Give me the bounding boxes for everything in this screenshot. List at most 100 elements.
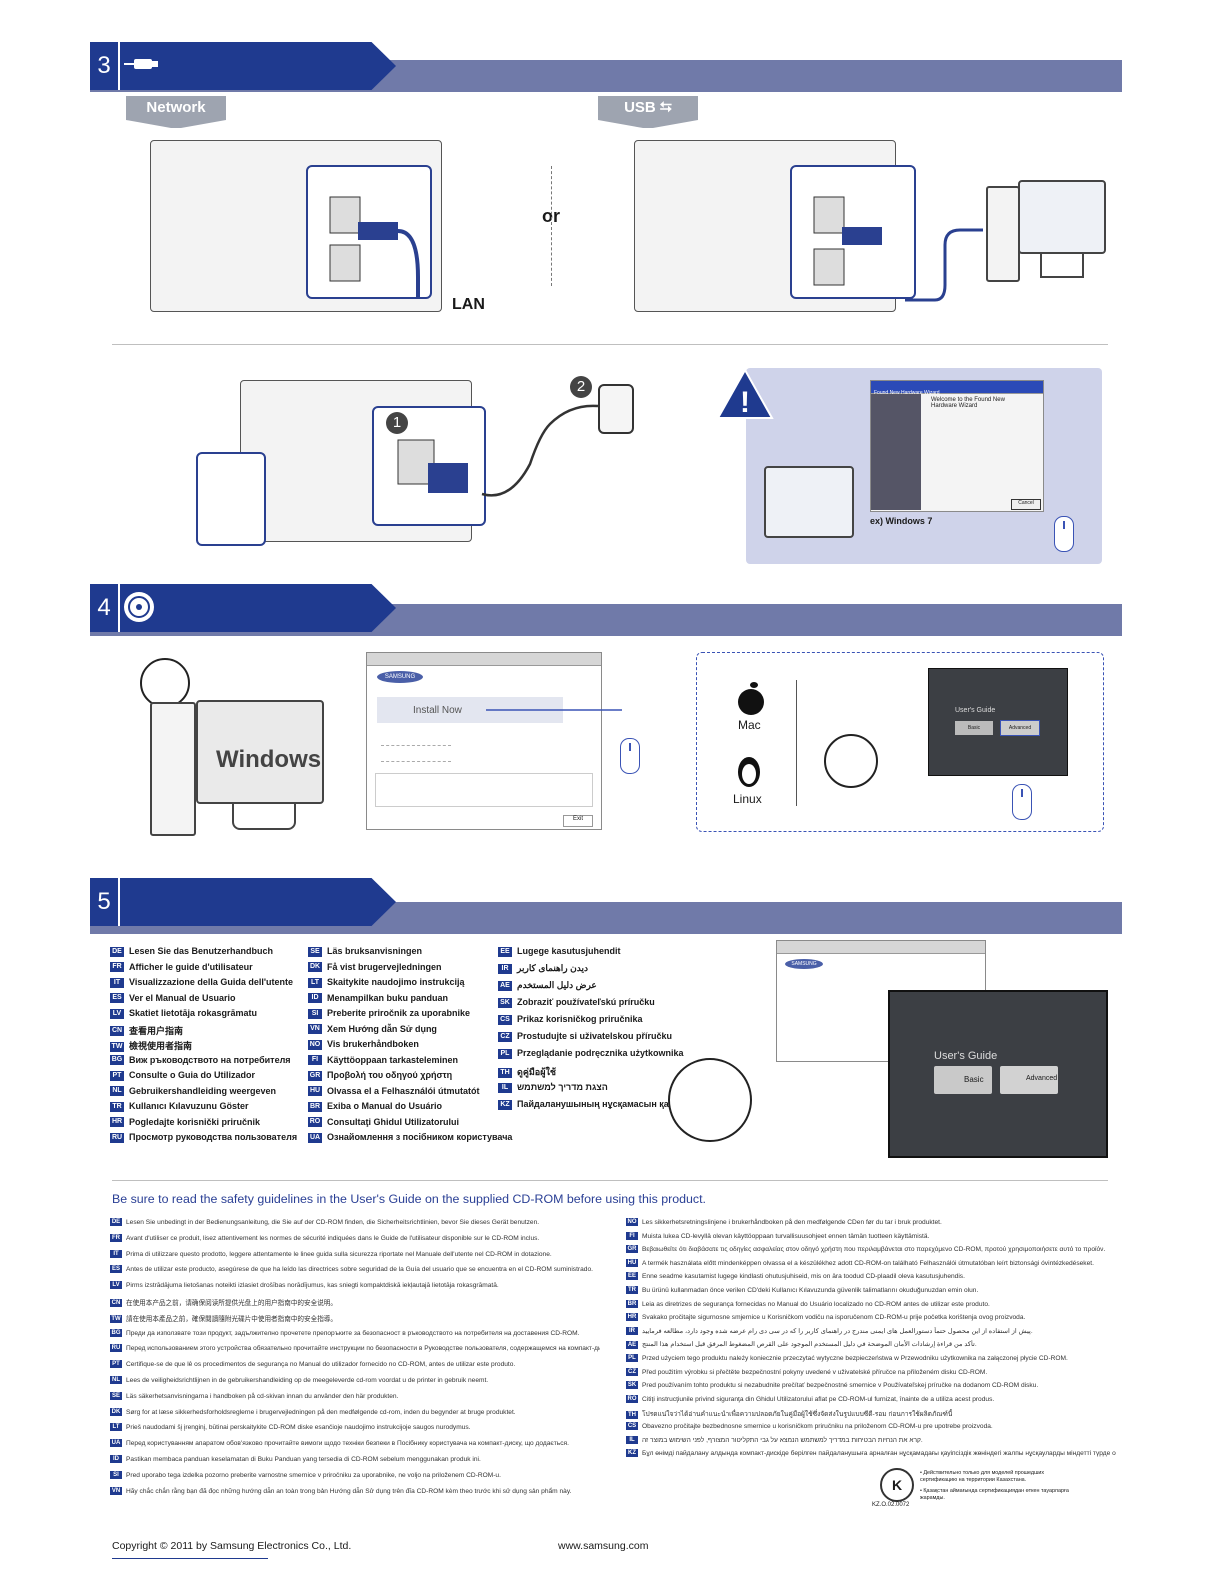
language-code-badge: HU [308,1086,322,1097]
wizard-cancel-button[interactable]: Cancel [1011,499,1041,510]
language-text: Zobraziť používateľskú príručku [517,997,655,1007]
language-code-badge: HR [626,1313,638,1322]
language-text: Vis brukerhåndboken [327,1039,419,1049]
safety-text: Certifique-se de que lê os procedimentos… [126,1360,516,1368]
language-text: Lugege kasutusjuhendit [517,946,621,956]
language-code-badge: EE [626,1272,638,1281]
windows-tower [150,702,196,836]
mac-mouse [1012,784,1032,820]
safety-text: Prieš naudodami šį įrenginį, būtinai per… [126,1424,471,1432]
language-text: Виж ръководството на потребителя [129,1054,291,1065]
safety-text: Leia as diretrizes de segurança fornecid… [642,1300,990,1308]
apple-icon [736,680,766,716]
linux-label: Linux [733,792,762,806]
installer-exit-button[interactable]: Exit [563,815,593,827]
guide-screen: User's Guide Basic Advanced [888,990,1108,1158]
language-code-badge: TR [626,1286,638,1294]
safety-text: Obavezno pročitajte bezbednosne smernice… [642,1422,993,1430]
mac-basic-button[interactable]: Basic [955,721,993,735]
language-text: Prostudujte si uživatelskou příručku [517,1031,673,1041]
language-code-badge: RO [626,1394,638,1403]
guide-language-item: CZ Prostudujte si uživatelskou příručku [498,1031,672,1042]
safety-text: Muista lukea CD-levyllä olevan käyttöopp… [642,1232,930,1240]
language-text: Exiba o Manual do Usuário [327,1101,443,1111]
language-text: Xem Hướng dẫn Sử dụng [327,1023,437,1034]
step-marker-1: 1 [386,412,408,434]
website-link[interactable]: www.samsung.com [558,1540,649,1552]
safety-text: קרא את הנחיות הבטיחות במדריך למשתמש הנמצ… [642,1436,923,1444]
safety-text: Pred používaním tohto produktu si nezabu… [642,1381,1039,1389]
language-code-badge: CN [110,1026,124,1037]
language-text: Afficher le guide d'utilisateur [129,961,253,972]
language-code-badge: AE [626,1340,638,1349]
safety-text: Lees de veiligheidsrichtlijnen in de geb… [126,1376,489,1384]
language-code-badge: DE [110,946,124,957]
safety-text: Hãy chắc chắn rằng bạn đã đọc những hướn… [126,1487,572,1495]
language-code-badge: BR [626,1299,638,1308]
mac-advanced-button[interactable]: Advanced [1000,720,1040,736]
language-code-badge: ID [308,993,322,1004]
mac-guide-screen: User's Guide Basic Advanced [928,668,1068,776]
ethernet-port-zoom [306,165,432,299]
step3-number: 3 [90,42,120,90]
language-code-badge: TW [110,1315,122,1324]
safety-heading: Be sure to read the safety guidelines in… [112,1192,706,1206]
language-code-badge: IR [626,1327,638,1336]
language-text: Läs bruksanvisningen [327,946,423,956]
power-cord [480,394,600,504]
safety-text: Pred uporabo tega izdelka pozorno preber… [126,1471,501,1479]
guide-advanced-button[interactable]: Advanced [1000,1066,1058,1094]
language-code-badge: RU [110,1132,124,1143]
installer-option-1[interactable] [381,735,451,746]
language-text: Gebruikershandleiding weergeven [129,1085,277,1096]
language-text: Ознайомлення з посібником користувача [327,1132,513,1142]
guide-basic-label: Basic [964,1075,984,1084]
step5-number: 5 [90,878,120,926]
installer-option-2[interactable] [381,751,451,762]
language-code-badge: UA [308,1132,322,1143]
language-code-badge: LT [308,977,322,988]
language-code-badge: FI [626,1231,638,1240]
language-text: Skatiet lietotāja rokasgrāmatu [129,1008,258,1018]
step5-banner [90,878,396,926]
language-code-badge: CS [626,1422,638,1430]
language-code-badge: IT [110,1249,122,1258]
language-code-badge: ES [110,993,124,1004]
language-text: Kullanıcı Kılavuzunu Göster [129,1101,249,1111]
install-pointer-line [486,706,627,736]
windows-monitor: Windows [196,700,324,804]
language-code-badge: GR [626,1245,638,1254]
language-code-badge: RU [110,1344,122,1353]
safety-divider [112,1180,1108,1181]
safety-text: 請在使用本產品之前，確保閱讀隨附光碟片中使用者指南中的安全指導。 [126,1315,337,1323]
language-code-badge: TW [110,1041,124,1052]
language-code-badge: CZ [498,1031,512,1042]
certification-mark: K [880,1468,914,1502]
wizard-monitor [764,466,854,538]
certification-code: KZ.O.02.0072 [872,1502,910,1508]
guide-basic-button[interactable]: Basic [934,1066,992,1094]
language-code-badge: IL [498,1082,512,1093]
step-marker-2: 2 [570,376,592,398]
